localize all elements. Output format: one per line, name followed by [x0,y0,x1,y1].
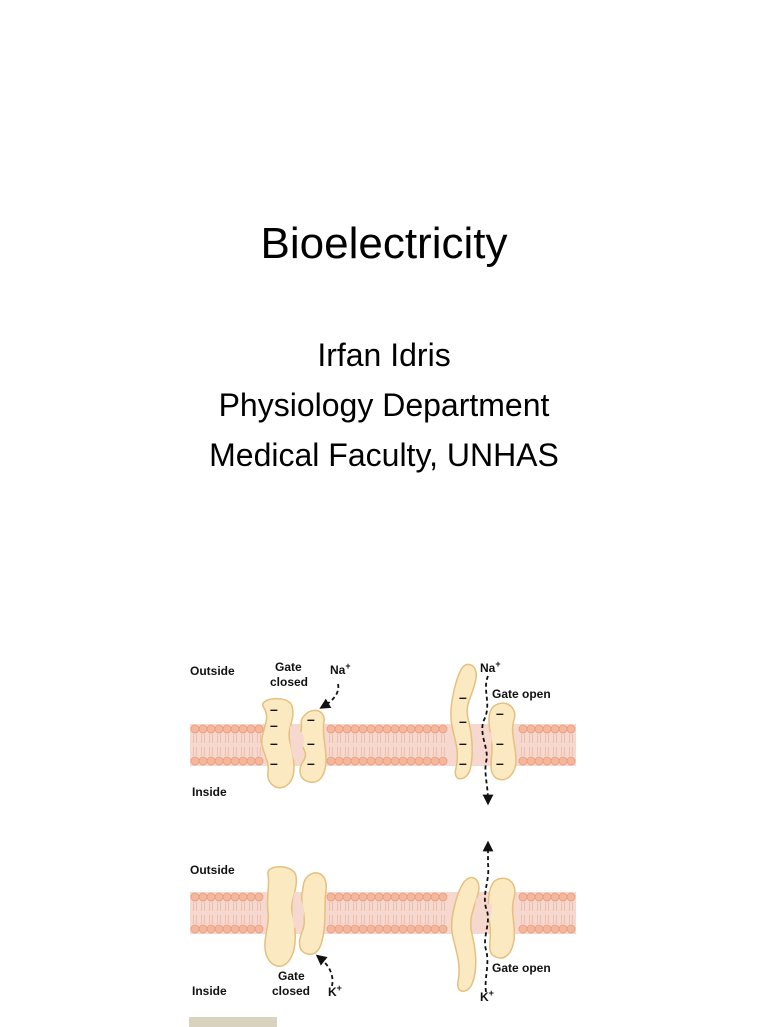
author-name: Irfan Idris [0,330,768,380]
bottom-gate-closed-label-2: closed [272,984,310,998]
svg-text:–: – [307,755,315,771]
top-gate-closed-label-2: closed [270,675,308,689]
svg-text:–: – [459,735,467,751]
bottom-ion-label-right: K+ [480,988,494,1004]
department-name: Physiology Department [0,380,768,430]
ion-channel-diagram: – – – – – – – – – – – – – – Outside Insi… [186,650,586,1024]
svg-text:–: – [496,705,504,721]
figure-caption-tag [189,1017,277,1027]
top-inside-label: Inside [192,785,227,799]
svg-text:–: – [307,711,315,727]
bottom-gate-closed-label-1: Gate [278,969,305,983]
svg-text:–: – [270,701,278,717]
svg-text:–: – [496,755,504,771]
ion-channel-figure: – – – – – – – – – – – – – – Outside Insi… [186,650,586,1024]
slide-title: Bioelectricity [0,216,768,272]
na-inflow-arrow-closed [324,684,338,706]
bottom-closed-channel [265,867,326,966]
top-gate-open-label: Gate open [492,687,551,701]
k-outflow-arrow-closed [320,958,333,986]
bottom-outside-label: Outside [190,863,235,877]
svg-text:–: – [270,735,278,751]
svg-text:–: – [270,717,278,733]
top-gate-closed-label-1: Gate [275,660,302,674]
top-membrane [190,724,576,766]
top-ion-label-right: Na+ [480,659,501,675]
top-outside-label: Outside [190,664,235,678]
svg-text:–: – [459,755,467,771]
bottom-inside-label: Inside [192,984,227,998]
slide-subtitle: Irfan Idris Physiology Department Medica… [0,330,768,480]
svg-text:–: – [459,689,467,705]
top-ion-label-left: Na+ [330,661,351,677]
svg-text:–: – [459,713,467,729]
bottom-ion-label-left: K+ [328,983,342,999]
svg-text:–: – [307,735,315,751]
top-closed-channel: – – – – – – – [262,699,326,788]
bottom-membrane [190,892,576,934]
bottom-gate-open-label: Gate open [492,961,551,975]
svg-text:–: – [496,735,504,751]
faculty-name: Medical Faculty, UNHAS [0,430,768,480]
svg-text:–: – [270,755,278,771]
